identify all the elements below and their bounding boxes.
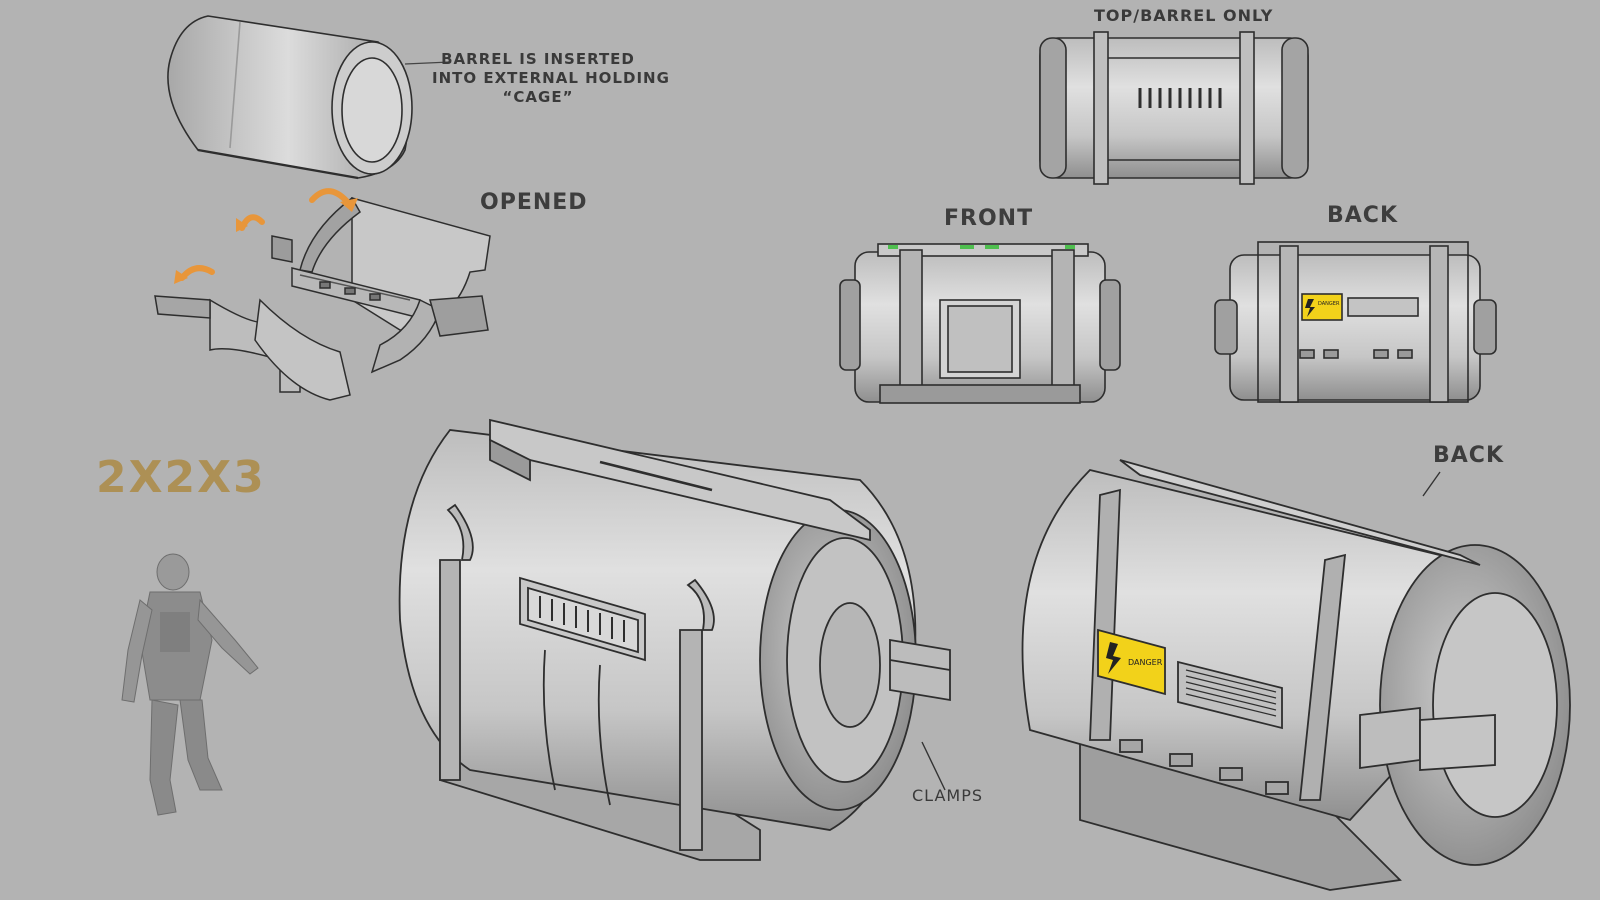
barrel-note-line-2: INTO EXTERNAL HOLDING [432,69,670,87]
back-leader-line [1422,471,1441,497]
back-perspective-drawing: DANGER [1021,459,1571,891]
barrel-note-line-3: “CAGE” [502,88,574,106]
warning-sign-icon: DANGER [1301,293,1343,321]
back-label: BACK [1327,203,1398,228]
opened-label: OPENED [480,190,588,215]
top-view-label: TOP/BARREL ONLY [1094,6,1274,25]
back-view-drawing: DANGER [1214,241,1497,403]
clamps-leader-line [921,741,946,791]
front-perspective-drawing [398,418,951,861]
front-label: FRONT [944,206,1034,231]
front-view-drawing [839,243,1121,404]
size-label: 2X2X3 [96,452,266,503]
warning-text-small: DANGER [1318,301,1340,307]
barrel-note-line-1: BARREL IS INSERTED [441,50,635,68]
clamps-label: CLAMPS [912,786,984,805]
warning-sign-large-icon: DANGER [1097,628,1166,696]
top-view-drawing [1039,31,1309,185]
barrel-sketch [167,15,413,180]
back-perspective-label: BACK [1433,443,1504,468]
barrel-note: BARREL IS INSERTED INTO EXTERNAL HOLDING… [432,50,670,107]
human-figure [121,553,259,816]
warning-text-large: DANGER [1128,658,1163,667]
rotate-arrow-icon [174,188,358,284]
opened-cage [154,196,491,401]
note-leader-line [404,61,451,65]
